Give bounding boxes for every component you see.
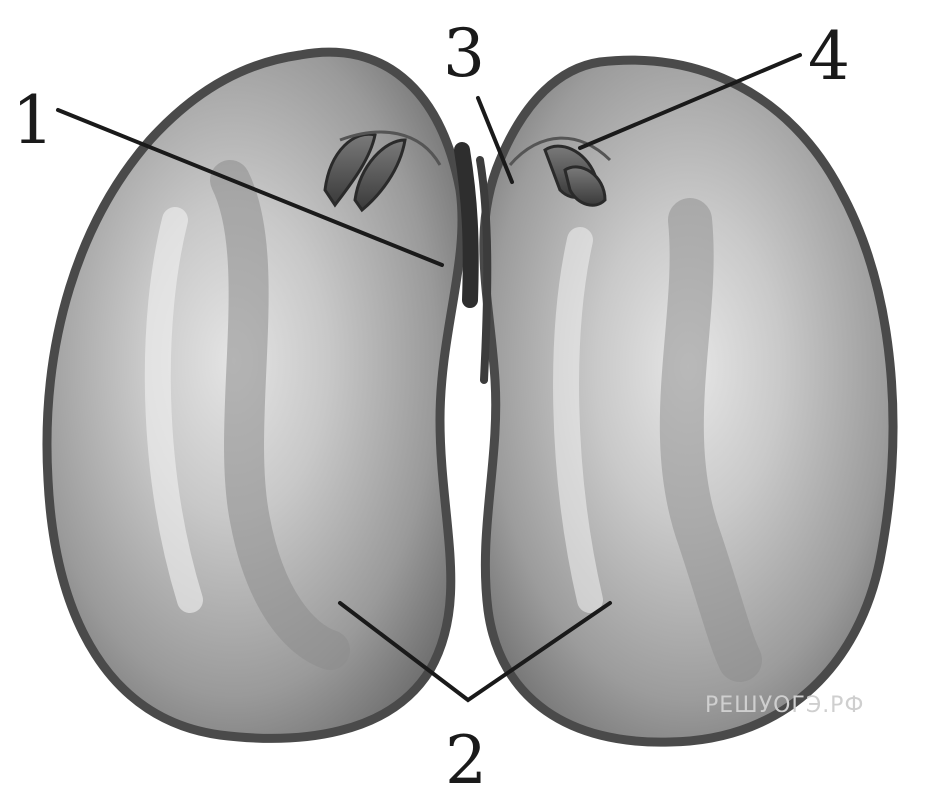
right-cotyledon <box>484 60 893 742</box>
embryo-axis <box>462 150 487 380</box>
label-2: 2 <box>445 722 487 791</box>
watermark: РЕШУОГЭ.РФ <box>705 693 864 718</box>
label-1: 1 <box>12 82 54 159</box>
label-3: 3 <box>443 15 485 92</box>
label-4: 4 <box>808 18 850 95</box>
